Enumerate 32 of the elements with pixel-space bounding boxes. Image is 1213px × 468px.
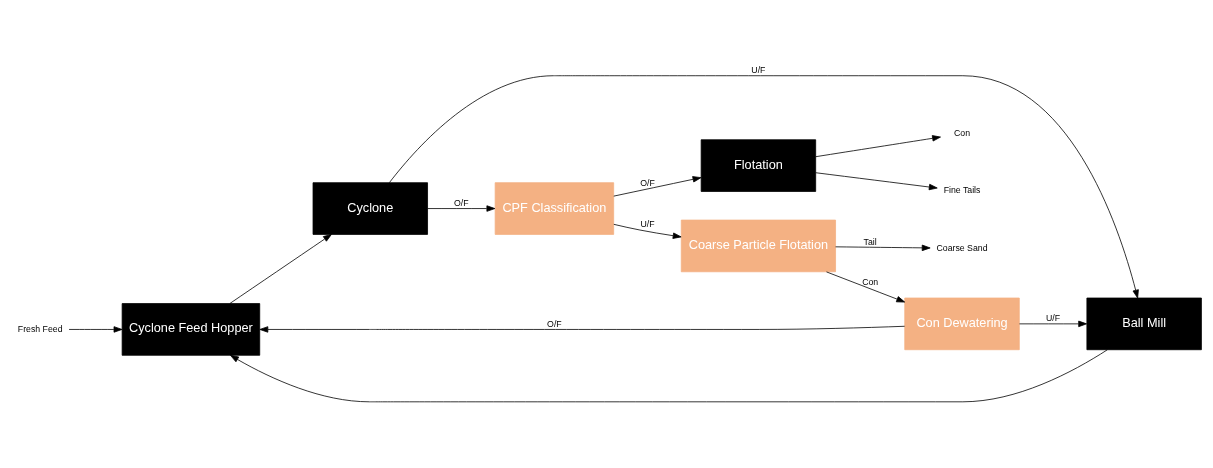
node-box: Con Dewatering	[904, 297, 1020, 351]
edge-label: O/F	[640, 178, 655, 189]
arrow	[613, 223, 682, 239]
edge-label: Tail	[863, 236, 877, 247]
arrow	[229, 234, 332, 304]
arrow	[427, 205, 496, 212]
node-text: Fine Tails	[943, 185, 981, 196]
edge-label: U/F	[751, 65, 766, 76]
edge-label: U/F	[1046, 313, 1061, 324]
arrow	[613, 176, 702, 197]
edge-label: Con	[862, 276, 879, 287]
node-box: Cyclone Feed Hopper	[121, 303, 261, 356]
node-text: Fresh Feed	[17, 323, 63, 334]
arrow	[826, 271, 906, 303]
node-box: Coarse Particle Flotation	[680, 219, 836, 273]
arrow	[68, 326, 123, 333]
arrow	[815, 172, 938, 191]
edge-label: O/F	[547, 318, 562, 329]
node-text: Con	[954, 128, 971, 139]
arrow	[815, 135, 941, 158]
edge-label: U/F	[640, 219, 655, 230]
arrow	[389, 75, 1139, 299]
arrow	[835, 244, 931, 252]
arrow	[230, 349, 1108, 403]
node-text: Coarse Sand	[936, 242, 988, 253]
arrow	[259, 325, 906, 333]
node-box: Ball Mill	[1086, 297, 1202, 351]
edge-label: O/F	[454, 198, 469, 208]
node-box: Cyclone	[312, 182, 428, 235]
node-box: Flotation	[700, 139, 817, 192]
arrow	[1019, 320, 1087, 328]
node-box: CPF Classification	[494, 182, 615, 235]
